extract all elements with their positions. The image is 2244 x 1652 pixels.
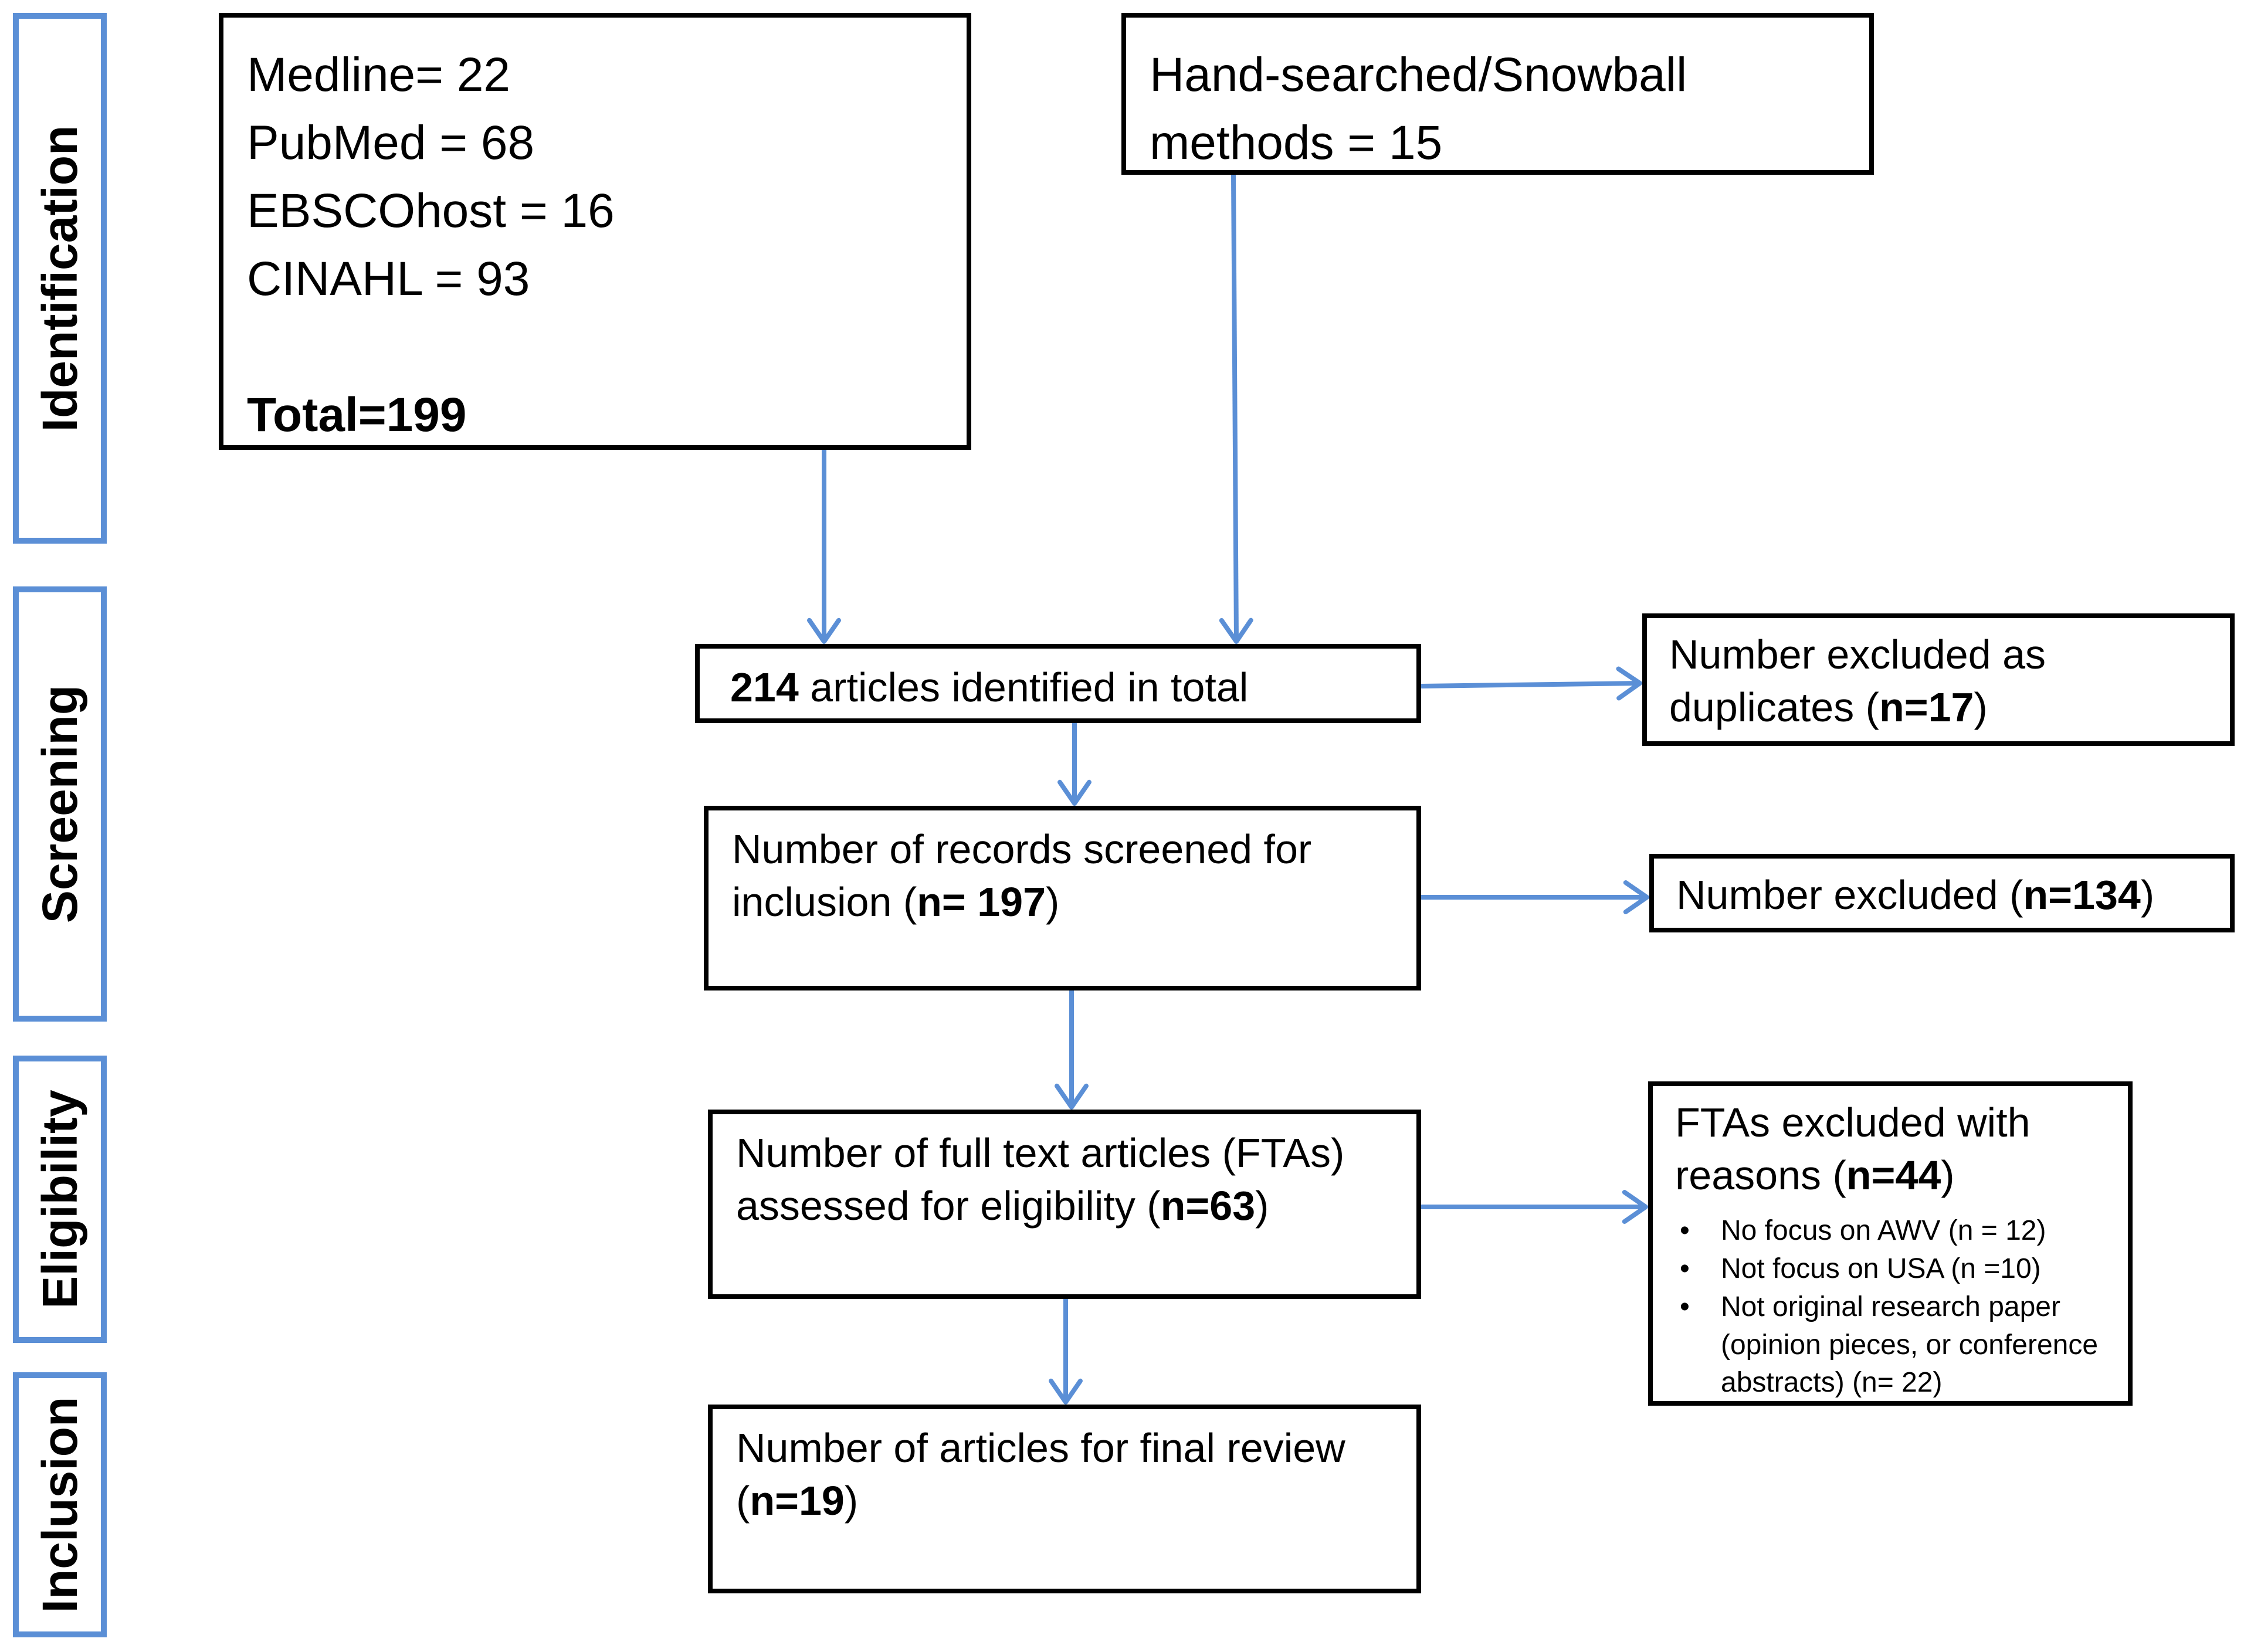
arrow-handsearch-to-identified <box>1219 174 1253 644</box>
arrow-fulltext-to-fta-excluded-head <box>1622 1190 1648 1224</box>
fta-excluded-line-1: FTAs excluded with <box>1675 1100 2031 1145</box>
fulltext-count: n=63 <box>1160 1182 1256 1229</box>
source-cinahl: CINAHL = 93 <box>247 252 530 306</box>
screened-count: n= 197 <box>917 878 1046 925</box>
arrow-identified-to-duplicates <box>1421 666 1642 701</box>
hand-searched-line-1: Hand-searched/Snowball <box>1150 48 1687 101</box>
stage-eligibility: Eligibility <box>13 1056 107 1343</box>
source-pubmed: PubMed = 68 <box>247 116 535 169</box>
stage-inclusion: Inclusion <box>13 1372 107 1637</box>
arrow-sources-to-identified-head <box>807 618 841 644</box>
screening-excluded-box: Number excluded (n=134) <box>1649 854 2235 932</box>
stage-identification: Identification <box>13 13 107 544</box>
records-screened-box: Number of records screened for inclusion… <box>704 806 1421 990</box>
reason-not-usa: Not focus on USA (n =10) <box>1675 1250 2128 1288</box>
arrow-handsearch-to-identified-head <box>1219 618 1253 644</box>
duplicates-count: n=17 <box>1879 684 1974 730</box>
hand-searched-box: Hand-searched/Snowball methods = 15 <box>1121 13 1874 175</box>
fta-excluded-count: n=44 <box>1846 1152 1941 1198</box>
fulltext-line-1: Number of full text articles (FTAs) <box>736 1130 1345 1176</box>
full-text-assessed-box: Number of full text articles (FTAs) asse… <box>708 1110 1421 1299</box>
stage-screening-label: Screening <box>32 684 87 924</box>
arrow-fulltext-to-final-head <box>1049 1378 1083 1405</box>
stage-eligibility-label: Eligibility <box>32 1090 87 1309</box>
identified-count: 214 <box>730 664 799 710</box>
identified-text: articles identified in total <box>798 664 1249 710</box>
arrow-screened-to-fulltext-head <box>1055 1083 1089 1110</box>
arrow-fulltext-to-fta-excluded <box>1421 1190 1648 1224</box>
identified-total-box: 214 articles identified in total <box>695 644 1421 723</box>
database-sources-box: Medline= 22 PubMed = 68 EBSCOhost = 16 C… <box>219 13 971 450</box>
arrow-sources-to-identified <box>807 450 841 644</box>
arrow-screened-to-excluded-head <box>1623 880 1649 914</box>
sources-total: Total=199 <box>247 388 467 442</box>
stage-inclusion-label: Inclusion <box>32 1396 87 1613</box>
final-count: n=19 <box>750 1477 845 1524</box>
arrow-identified-to-duplicates-shaft <box>1421 681 1640 688</box>
spacer <box>247 313 967 381</box>
duplicates-line-1: Number excluded as <box>1669 632 2046 677</box>
stage-identification-label: Identification <box>32 125 87 432</box>
arrow-screened-to-fulltext <box>1055 990 1089 1110</box>
duplicates-excluded-box: Number excluded as duplicates (n=17) <box>1642 613 2235 746</box>
screened-line-1: Number of records screened for <box>732 826 1312 872</box>
arrow-identified-to-screened-head <box>1057 779 1092 806</box>
final-review-box: Number of articles for final review (n=1… <box>708 1405 1421 1593</box>
reason-not-original: Not original research paper (opinion pie… <box>1675 1288 2128 1402</box>
arrow-identified-to-screened <box>1057 723 1092 806</box>
reason-no-awv: No focus on AWV (n = 12) <box>1675 1212 2128 1250</box>
arrow-identified-to-duplicates-head <box>1616 666 1642 701</box>
exclusion-reasons-list: No focus on AWV (n = 12) Not focus on US… <box>1675 1212 2128 1402</box>
arrow-screened-to-excluded <box>1421 880 1649 914</box>
stage-screening: Screening <box>13 586 107 1022</box>
source-medline: Medline= 22 <box>247 48 511 101</box>
arrow-handsearch-to-identified-shaft <box>1231 174 1239 642</box>
final-line-1: Number of articles for final review <box>736 1425 1345 1471</box>
source-ebscohost: EBSCOhost = 16 <box>247 184 615 238</box>
fta-excluded-box: FTAs excluded with reasons (n=44) No foc… <box>1648 1081 2133 1406</box>
hand-searched-line-2: methods = 15 <box>1150 116 1443 169</box>
screening-excluded-count: n=134 <box>2023 872 2141 918</box>
arrow-fulltext-to-final <box>1049 1299 1083 1405</box>
